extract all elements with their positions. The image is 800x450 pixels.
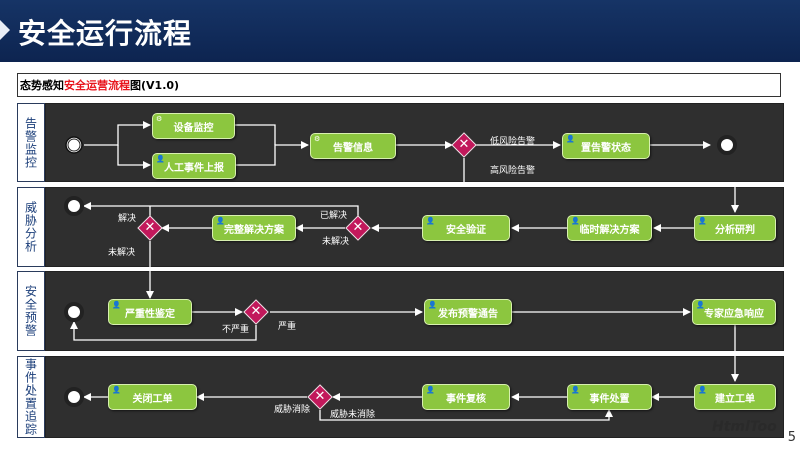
- edge-label-low-risk: 低风险告警: [490, 137, 536, 147]
- user-icon: 👤: [112, 386, 121, 394]
- task-alert-info[interactable]: ⚙告警信息: [310, 133, 396, 159]
- user-icon: 👤: [696, 301, 705, 309]
- edge-label-resolved: 已解决: [320, 211, 348, 221]
- edge-label-unresolved: 未解决: [108, 248, 136, 258]
- lane-label: 安全预警: [17, 271, 45, 351]
- user-icon: 👤: [216, 217, 225, 225]
- edge-label-threat-cleared: 威胁消除: [274, 405, 311, 415]
- user-icon: 👤: [698, 217, 707, 225]
- task-create-ticket[interactable]: 👤建立工单: [694, 384, 776, 410]
- task-analysis[interactable]: 👤分析研判: [694, 215, 776, 241]
- end-event-icon: [64, 302, 84, 322]
- end-event-icon: [717, 135, 737, 155]
- task-security-verify[interactable]: 👤安全验证: [422, 215, 510, 241]
- user-icon: 👤: [112, 301, 121, 309]
- task-set-alert-status[interactable]: 👤置告警状态: [562, 133, 650, 159]
- edge-label-resolved: 解决: [118, 214, 137, 224]
- title-bar: 安全运行流程: [0, 0, 800, 62]
- edge-label-severe: 严重: [278, 322, 297, 332]
- task-full-solution[interactable]: 👤完整解决方案: [212, 215, 296, 241]
- edge-label-unresolved: 未解决: [322, 237, 350, 247]
- edge-label-high-risk: 高风险告警: [490, 166, 536, 176]
- task-publish-warning[interactable]: 👤发布预警通告: [424, 299, 512, 325]
- user-icon: 👤: [156, 155, 165, 163]
- gateway-x-icon: ✕: [250, 304, 262, 319]
- gear-icon: ⚙: [314, 135, 321, 143]
- task-temp-solution[interactable]: 👤临时解决方案: [567, 215, 652, 241]
- end-event-icon: [64, 387, 84, 407]
- user-icon: 👤: [426, 386, 435, 394]
- watermark: HtmlToo: [712, 419, 777, 435]
- lane-label: 威胁分析: [17, 187, 45, 267]
- edge-label-not-severe: 不严重: [222, 325, 250, 335]
- gateway-x-icon: ✕: [458, 137, 470, 152]
- user-icon: 👤: [428, 301, 437, 309]
- caption-prefix: 态势感知: [20, 79, 64, 92]
- user-icon: 👤: [571, 386, 580, 394]
- task-event-handle[interactable]: 👤事件处置: [567, 384, 652, 410]
- chevron-right-icon: [0, 20, 10, 40]
- caption-suffix: 图(V1.0): [130, 79, 180, 92]
- task-close-ticket[interactable]: 👤关闭工单: [108, 384, 197, 410]
- lane-label: 告警监控: [17, 103, 45, 182]
- gateway-x-icon: ✕: [314, 389, 326, 404]
- edge-label-threat-not-cleared: 威胁未消除: [330, 410, 376, 420]
- gear-icon: ⚙: [156, 115, 163, 123]
- task-severity-assess[interactable]: 👤严重性鉴定: [108, 299, 192, 325]
- task-event-review[interactable]: 👤事件复核: [422, 384, 510, 410]
- diagram-caption: 态势感知安全运营流程图(V1.0): [17, 73, 781, 97]
- task-device-monitor[interactable]: ⚙设备监控: [152, 113, 235, 139]
- task-expert-response[interactable]: 👤专家应急响应: [692, 299, 776, 325]
- end-event-icon: [64, 196, 84, 216]
- user-icon: 👤: [698, 386, 707, 394]
- caption-highlight: 安全运营流程: [64, 79, 130, 92]
- task-manual-report[interactable]: 👤人工事件上报: [152, 153, 236, 179]
- user-icon: 👤: [571, 217, 580, 225]
- user-icon: 👤: [566, 135, 575, 143]
- gateway-x-icon: ✕: [144, 220, 156, 235]
- page-title: 安全运行流程: [18, 17, 193, 50]
- user-icon: 👤: [426, 217, 435, 225]
- page-number: 5: [787, 430, 796, 445]
- lane-label: 事件处置追踪: [17, 356, 45, 438]
- gateway-x-icon: ✕: [352, 220, 364, 235]
